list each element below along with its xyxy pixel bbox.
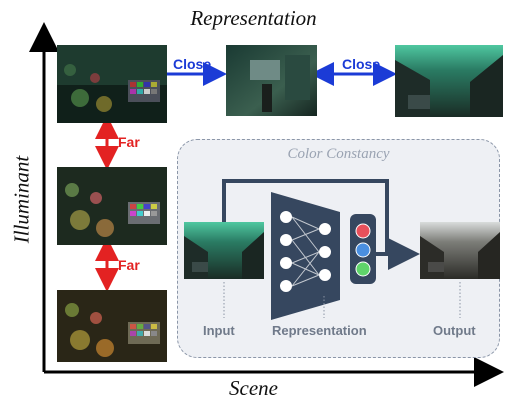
photo-scene-flowers-3 [57,290,167,362]
close-label-right: Close [342,56,381,72]
color-constancy-title: Color Constancy [287,146,390,162]
photo-scene-flowers-1 [57,45,167,123]
far-label-bottom: Far [118,257,140,273]
axis-label-scene: Scene [229,376,278,400]
output-caption: Output [433,323,476,338]
input-caption: Input [203,323,235,338]
photo-scene-flowers-2 [57,167,167,245]
node-red [355,223,371,239]
close-label-left: Close [173,56,212,72]
photo-room [226,45,317,116]
representation-caption: Representation [272,323,367,338]
network-edges [291,216,320,287]
skip-connection-line [222,179,389,254]
photo-output [420,222,500,279]
title-representation: Representation [190,6,317,30]
photo-input [184,222,264,279]
axis-label-illuminant: Illuminant [9,155,34,244]
photo-street-green [395,45,503,117]
network-nodes [279,210,332,293]
far-label-top: Far [118,134,140,150]
node-blue [355,242,371,258]
node-green [355,261,371,277]
